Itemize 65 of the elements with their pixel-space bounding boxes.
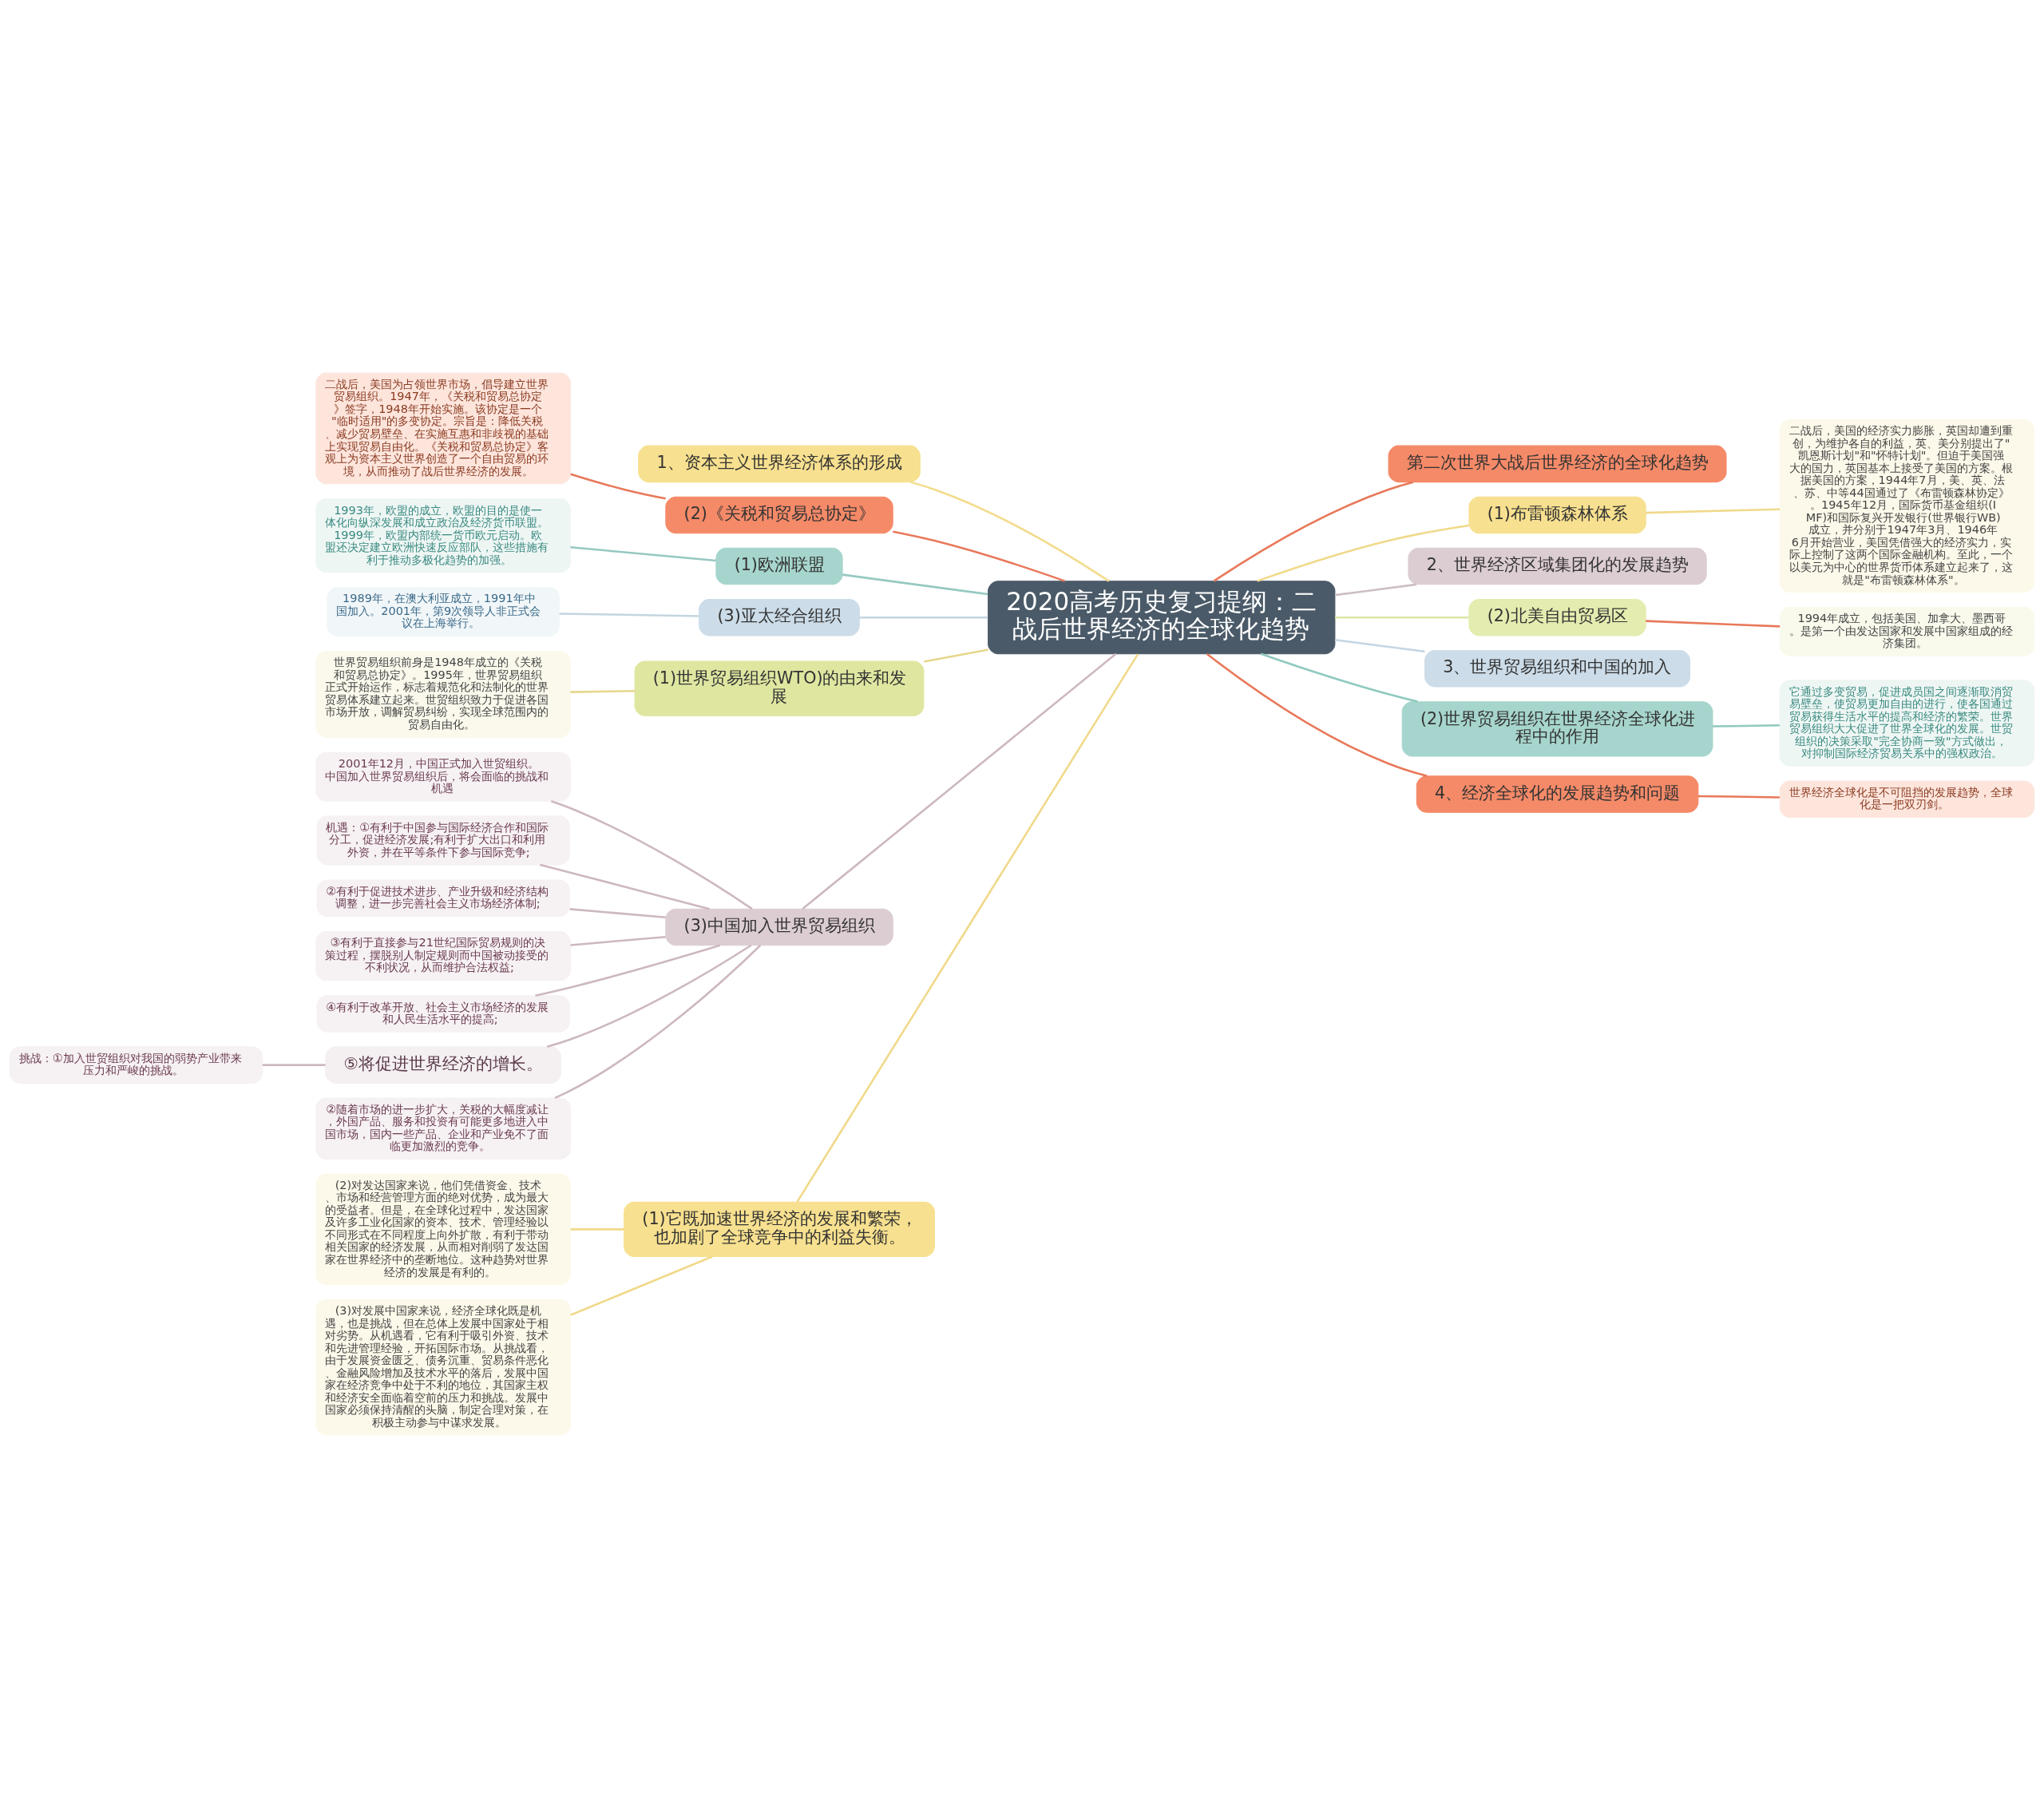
node-box: 世界经济全球化是不可阻挡的发展趋势，全球化是一把双刃剑。 — [1779, 780, 2035, 818]
connector — [262, 1064, 326, 1066]
connector — [1646, 620, 1781, 628]
connector — [559, 613, 699, 617]
connector — [535, 944, 721, 997]
connector — [1334, 639, 1425, 653]
node-box: 挑战：①加入世贸组织对我国的弱势产业带来压力和严峻的挑战。 — [9, 1046, 263, 1084]
connector — [1646, 508, 1781, 514]
connector — [550, 800, 753, 910]
connector — [570, 1228, 624, 1231]
node-box: 1993年，欧盟的成立，欧盟的目的是使一体化向纵深发展和成立政治及经济货币联盟。1999年，欧盟内部统一货币欧元启动。欧盟还决定建立欧洲快速反应部队，这些措施有利于推动多极化趋势的加强。 — [315, 498, 571, 573]
node-box: 4、经济全球化的发展趋势和问题 — [1416, 775, 1699, 813]
connector — [893, 530, 1066, 582]
node-box: 1989年，在澳大利亚成立，1991年中国加入。2001年，第9次领导人非正式会议在上海举行。 — [327, 586, 560, 636]
node-box: (1)欧洲联盟 — [715, 547, 843, 585]
connector — [1260, 652, 1418, 703]
node-box: (1)它既加速世界经济的发展和繁荣，也加剧了全球竞争中的利益失衡。 — [624, 1201, 935, 1258]
node-box: (1)世界贸易组织WTO)的由来和发展 — [634, 660, 925, 716]
connector — [546, 944, 752, 1049]
connector — [1206, 652, 1428, 777]
node-box: 二战后，美国为占领世界市场，倡导建立世界贸易组织。1947年，《关税和贸易总协定》签字，1948年开始实施。该协定是一个"临时适用"的多变协定。宗旨是：降低关税、减少贸易壁垒、在实施互惠和非歧视的基础上实现贸易自由化。《关税和贸易总协定》客观上为资本主义世界创造了一个自由贸易的环境，从而推动了战后世界经济的发展。 — [315, 372, 571, 485]
node-box: 世界贸易组织前身是1948年成立的《关税和贸易总协定》。1995年，世界贸易组织正式开始运作，标志着规范化和法制化的世界贸易体系建立起来。世贸组织致力于促进各国市场开放，调解贸易纠纷，实现全球范围内的贸易自由化。 — [315, 651, 571, 738]
node-box: 3、世界贸易组织和中国的加入 — [1424, 650, 1691, 688]
node-box: (3)亚太经合组织 — [699, 598, 860, 636]
node-box: (3)对发展中国家来说，经济全球化既是机遇，也是挑战，但在总体上发展中国家处于相对劣势。从机遇看，它有利于吸引外资、技术和先进管理经验，开拓国际市场。从挑战看，由于发展资金匮乏、债务沉重、贸易条件恶化、金融风险增加及技术水平的落后，发展中国家在经济竞争中处于不利的地位，其国家主权和经济安全面临着空前的压力和挑战。发展中国家必须保持清醒的头脑，制定合理对策，在积极主动参与中谋求发展。 — [315, 1299, 571, 1436]
node-box: ②有利于促进技术进步、产业升级和经济结构调整，进一步完善社会主义市场经济体制; — [316, 879, 570, 918]
node-box: 第二次世界大战后世界经济的全球化趋势 — [1388, 445, 1727, 483]
connector — [909, 481, 1110, 582]
node-box: 2001年12月，中国正式加入世贸组织。中国加入世界贸易组织后，将会面临的挑战和机遇 — [315, 751, 571, 802]
node-box: 2、世界经济区域集团化的发展趋势 — [1408, 547, 1707, 585]
node-box: 2020高考历史复习提纲：二战后世界经济的全球化趋势 — [988, 581, 1336, 655]
node-box: (2)世界贸易组织在世界经济全球化进程中的作用 — [1401, 701, 1713, 757]
node-box: 机遇：①有利于中国参与国际经济合作和国际分工，促进经济发展;有利于扩大出口和利用外资，并在平等条件下参与国际竞争; — [316, 815, 570, 866]
connector — [1697, 795, 1780, 799]
connector — [802, 652, 1117, 910]
connector — [570, 546, 716, 562]
connector — [1335, 616, 1469, 619]
node-box: (2)对发达国家来说，他们凭借资金、技术、市场和经营管理方面的绝对优势，成为最大的受益者。但是，在全球化过程中，发达国家及许多工业化国家的资本、技术、管理经验以不同形式在不同程度上向外扩散，有利于带动相关国家的经济发展，从而相对削弱了发达国家在世界经济中的垄断地位。这种趋势对世界经济的发展是有利的。 — [315, 1173, 571, 1286]
node-box: (2)北美自由贸易区 — [1468, 598, 1646, 636]
connector — [842, 573, 988, 596]
node-box: 1994年成立，包括美国、加拿大、墨西哥。是第一个由发达国家和发展中国家组成的经济集团。 — [1779, 606, 2035, 656]
node-box: 二战后，美国的经济实力膨胀，英国却遭到重创，为维护各自的利益，英、美分别提出了"凯恩斯计划"和"怀特计划"。但迫于美国强大的国力，英国基本上接受了美国的方案。根据美国的方案，1944年7月，美、英、法、苏、中等44国通过了《布雷顿森林协定》。1945年12月，国际货币基金组织(IMF)和国际复兴开发银行(世界银行WB)成立，并分别于1947年3月、1946年6月开始营业，美国凭借强大的经济实力，实际上控制了这两个国际金融机构。至此，一个以美元为中心的世界货币体系建立起来了，这就是"布雷顿森林体系"。 — [1779, 419, 2035, 593]
node-box: ⑤将促进世界经济的增长。 — [325, 1046, 562, 1084]
connector — [569, 908, 666, 919]
node-box: ②随着市场的进一步扩大，关税的大幅度减让，外国产品、服务和投资有可能更多地进入中国市场，国内一些产品、企业和产业免不了面临更加激烈的竞争。 — [315, 1097, 571, 1160]
connector — [539, 863, 710, 910]
connector — [570, 935, 666, 946]
connector — [1712, 724, 1781, 728]
node-box: ④有利于改革开放、社会主义市场经济的发展和人民生活水平的提高; — [316, 995, 570, 1033]
node-box: 它通过多变贸易，促进成员国之间逐渐取消贸易壁垒，使贸易更加自由的进行，使各国通过贸易获得生活水平的提高和经济的繁荣。世界贸易组织大大促进了世界全球化的发展。世贸组织的决策采取"完全协商一致"方式做出，对抑制国际经济贸易关系中的强权政治。 — [1779, 680, 2035, 767]
node-box: (3)中国加入世界贸易组织 — [665, 908, 893, 946]
connector — [570, 689, 636, 693]
node-box: (1)布雷顿森林体系 — [1468, 496, 1646, 534]
node-box: (2)《关税和贸易总协定》 — [665, 496, 893, 534]
connector — [1213, 481, 1414, 582]
connector — [859, 616, 988, 619]
connector — [554, 944, 762, 1100]
node-box: 1、资本主义世界经济体系的形成 — [638, 445, 921, 483]
node-box: ③有利于直接参与21世纪国际贸易规则的决策过程，摆脱别人制定规则而中国被动接受的不利状况，从而维护合法权益; — [315, 931, 571, 981]
connector — [1334, 583, 1417, 597]
connector — [924, 648, 988, 663]
connector — [570, 473, 666, 500]
connector — [1257, 524, 1470, 582]
connector — [796, 653, 1139, 1203]
connector — [570, 1255, 713, 1316]
